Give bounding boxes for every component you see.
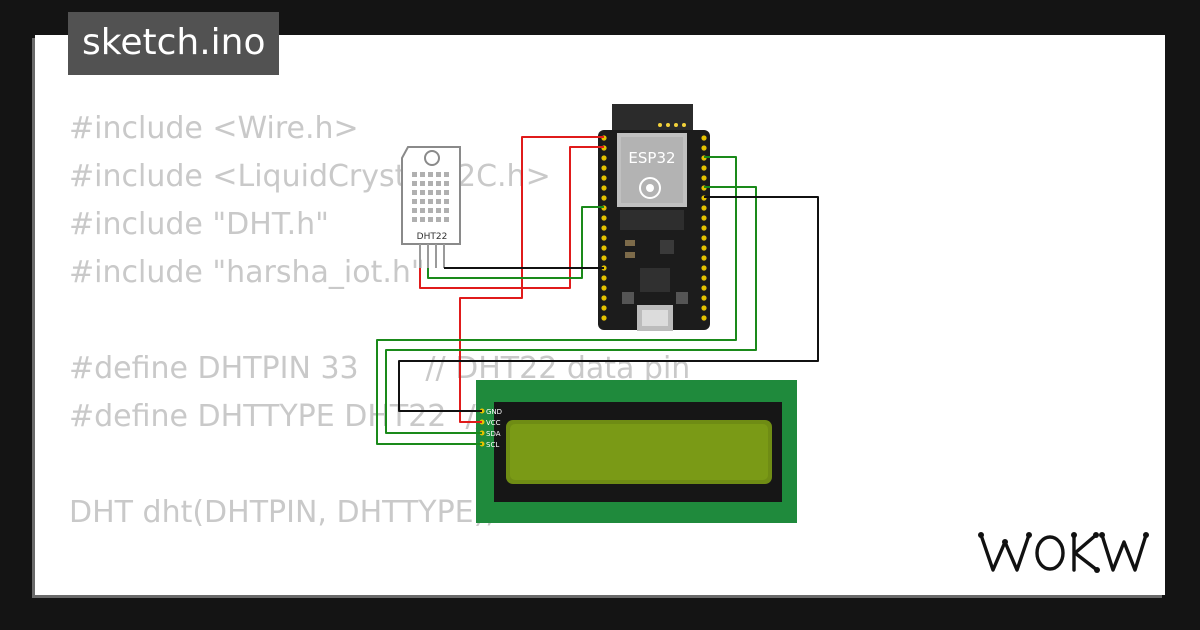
file-name-tab[interactable]: sketch.ino (68, 12, 280, 75)
wire-lcd-gnd[interactable] (398, 196, 819, 412)
wire-lcd-vcc[interactable] (459, 136, 604, 423)
code-line: DHT dht(DHTPIN, DHTTYPE); (69, 495, 496, 530)
code-line: #define DHTPIN 33 // DHT22 data pin (69, 351, 691, 386)
wire-lcd-scl[interactable] (376, 156, 737, 445)
code-line: #include <Wire.h> (69, 111, 359, 146)
esp32-board[interactable]: ESP32 (598, 104, 710, 331)
lcd-pin-scl-label: SCL (486, 441, 499, 449)
lcd-pin-gnd-label: GND (486, 408, 502, 416)
code-line: #include "harsha_iot.h" (69, 255, 425, 290)
esp32-label: ESP32 (628, 149, 675, 167)
code-line: #include <LiquidCrystal_I2C.h> (69, 159, 551, 194)
wire-lcd-sda[interactable] (385, 186, 757, 434)
wire-dht-data[interactable] (427, 206, 604, 279)
wire-dht-vcc[interactable] (419, 146, 604, 289)
lcd-display[interactable]: GND VCC SDA SCL (476, 380, 797, 523)
wokwi-logo (978, 532, 1149, 573)
dht22-sensor[interactable]: DHT22 (401, 146, 461, 268)
lcd-pin-vcc-label: VCC (486, 419, 501, 427)
code-line: #include "DHT.h" (69, 207, 329, 242)
lcd-pin-sda-label: SDA (486, 430, 501, 438)
dht22-label: DHT22 (417, 232, 448, 242)
code-line: LiquidCrystal_I2C lcd(0x27, 16, 2); // 0… (69, 585, 1158, 595)
